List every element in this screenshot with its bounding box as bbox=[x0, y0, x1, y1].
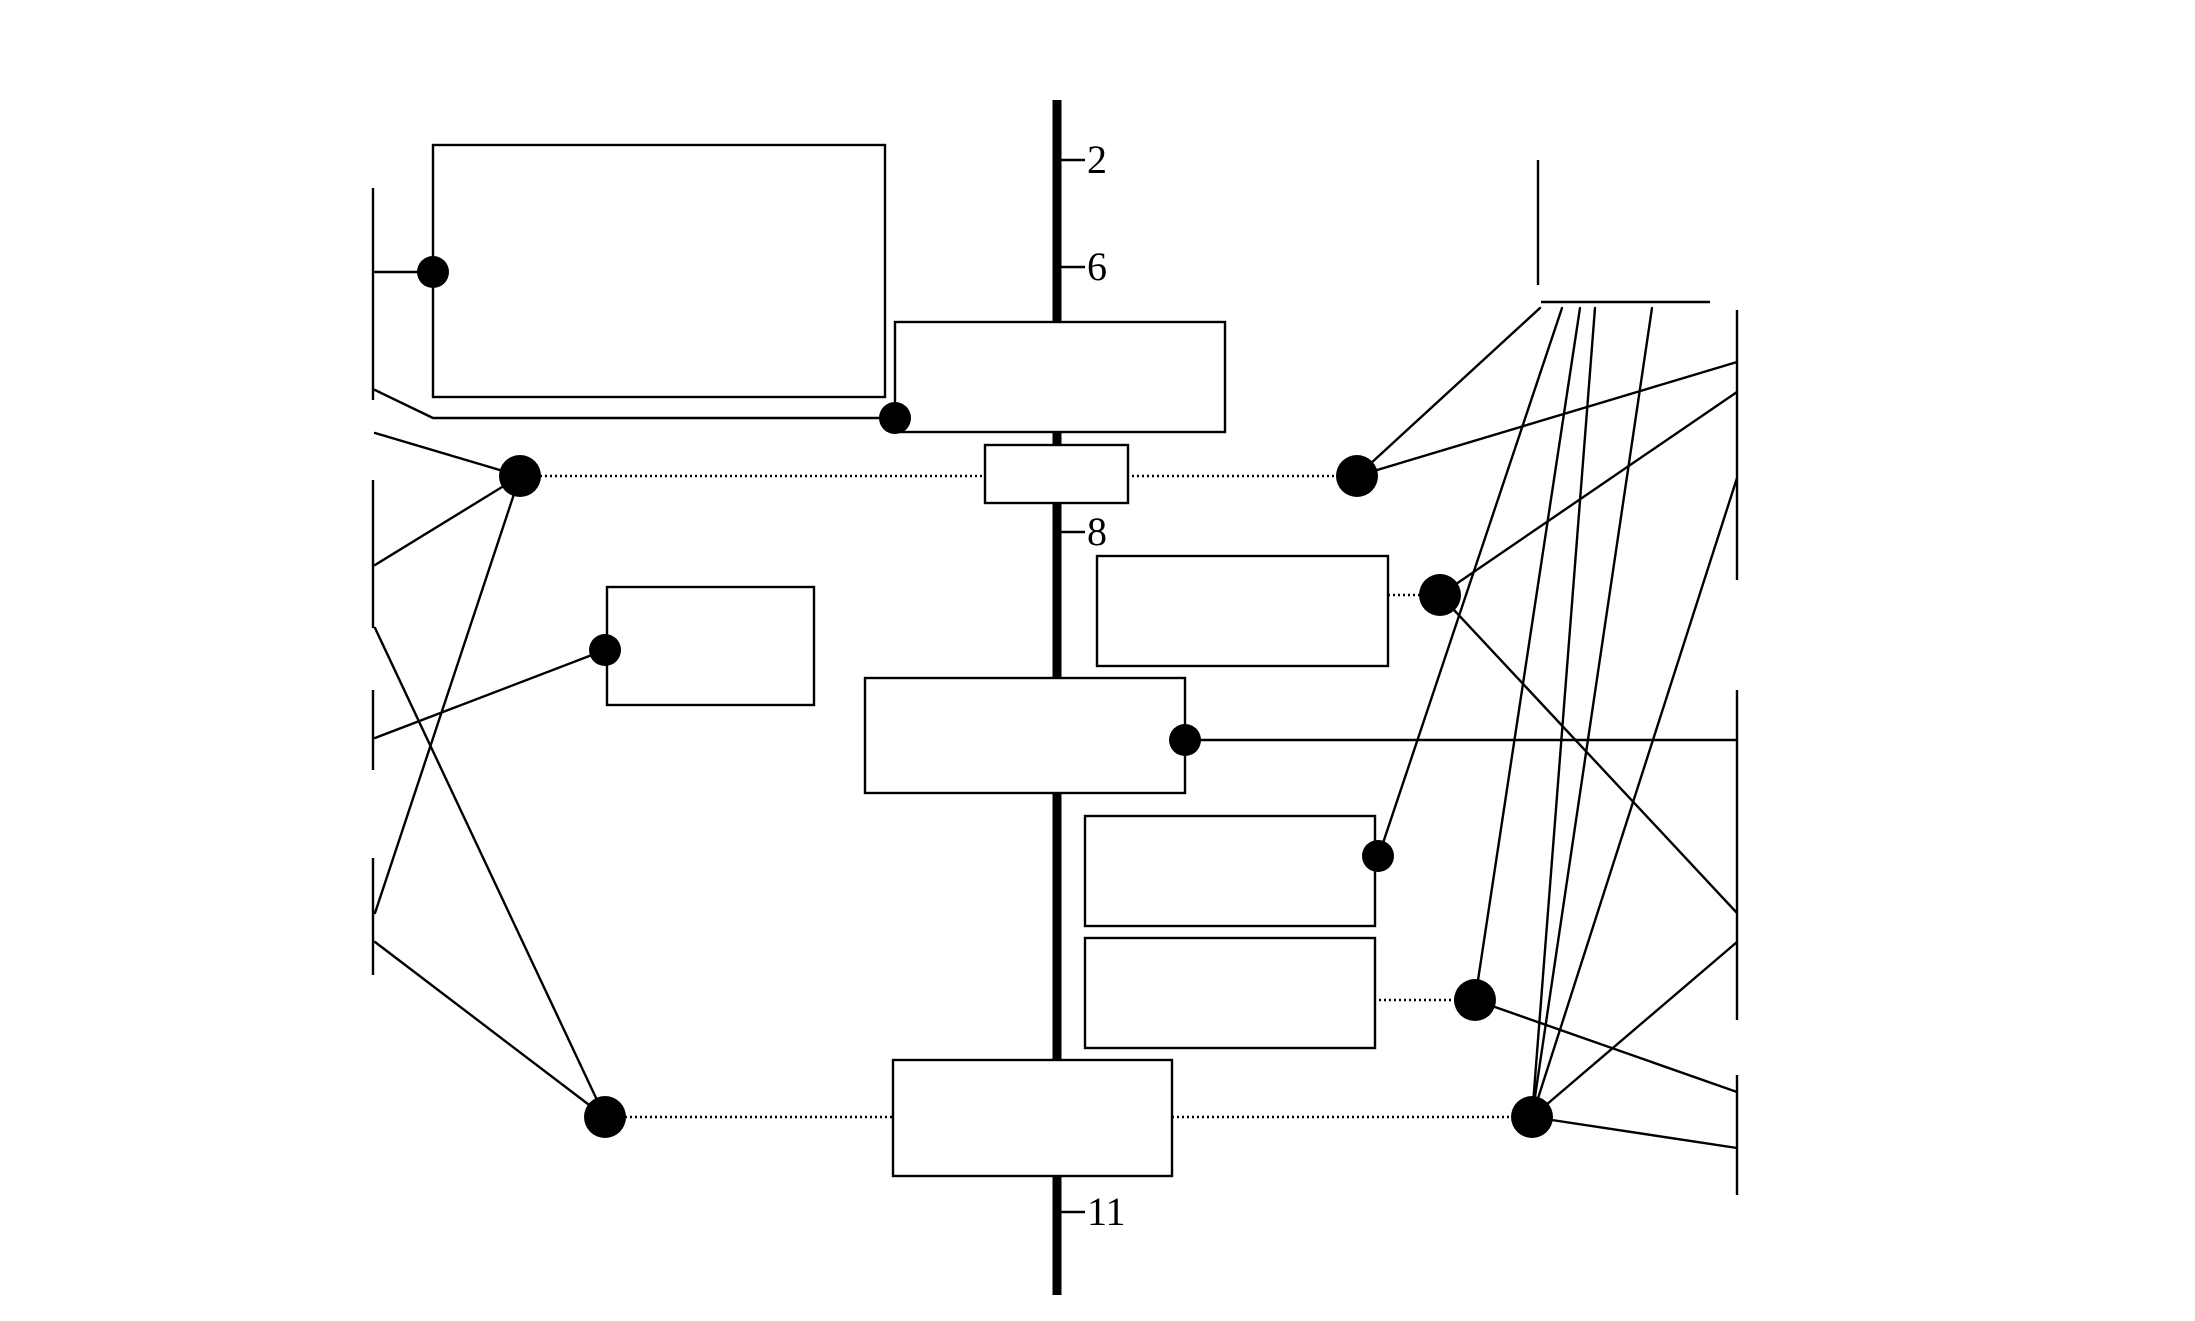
node-small bbox=[879, 402, 911, 434]
label-11: 11 bbox=[1087, 1189, 1126, 1234]
node-large bbox=[1454, 979, 1496, 1021]
component-box-6 bbox=[893, 320, 1227, 434]
wire bbox=[373, 648, 607, 740]
component-box-right-2 bbox=[1083, 814, 1377, 928]
wire bbox=[1473, 306, 1582, 1002]
node-small bbox=[589, 634, 621, 666]
wire bbox=[1530, 306, 1597, 1119]
wire bbox=[373, 474, 522, 567]
component-box-right-1 bbox=[1095, 554, 1390, 668]
wire bbox=[1473, 998, 1739, 1094]
wire bbox=[1355, 360, 1739, 478]
node-large bbox=[584, 1096, 626, 1138]
label-6: 6 bbox=[1087, 244, 1107, 289]
node-small bbox=[1169, 724, 1201, 756]
wire bbox=[373, 474, 522, 915]
label-2: 2 bbox=[1087, 137, 1107, 182]
wire bbox=[1438, 593, 1739, 915]
wire bbox=[373, 940, 607, 1119]
wire bbox=[1530, 476, 1739, 1119]
node-large bbox=[1419, 574, 1461, 616]
component-box-center bbox=[863, 676, 1187, 795]
component-box-8 bbox=[983, 443, 1130, 505]
wire bbox=[1530, 940, 1739, 1119]
node-small bbox=[417, 256, 449, 288]
node-large bbox=[499, 455, 541, 497]
node-large bbox=[1511, 1096, 1553, 1138]
component-box-right-3 bbox=[1083, 936, 1377, 1050]
wire bbox=[373, 626, 607, 1119]
wire bbox=[1530, 1115, 1739, 1150]
wire bbox=[373, 431, 522, 478]
wire bbox=[1530, 306, 1654, 1119]
wire bbox=[1376, 306, 1564, 860]
node-large bbox=[1336, 455, 1378, 497]
wire bbox=[1355, 306, 1542, 478]
component-box-11 bbox=[891, 1058, 1174, 1178]
component-box-left-small bbox=[605, 585, 816, 707]
label-8: 8 bbox=[1087, 509, 1107, 554]
wire bbox=[1438, 390, 1739, 597]
component-box-top-left bbox=[431, 143, 887, 399]
wire bbox=[373, 388, 897, 420]
node-small bbox=[1362, 840, 1394, 872]
